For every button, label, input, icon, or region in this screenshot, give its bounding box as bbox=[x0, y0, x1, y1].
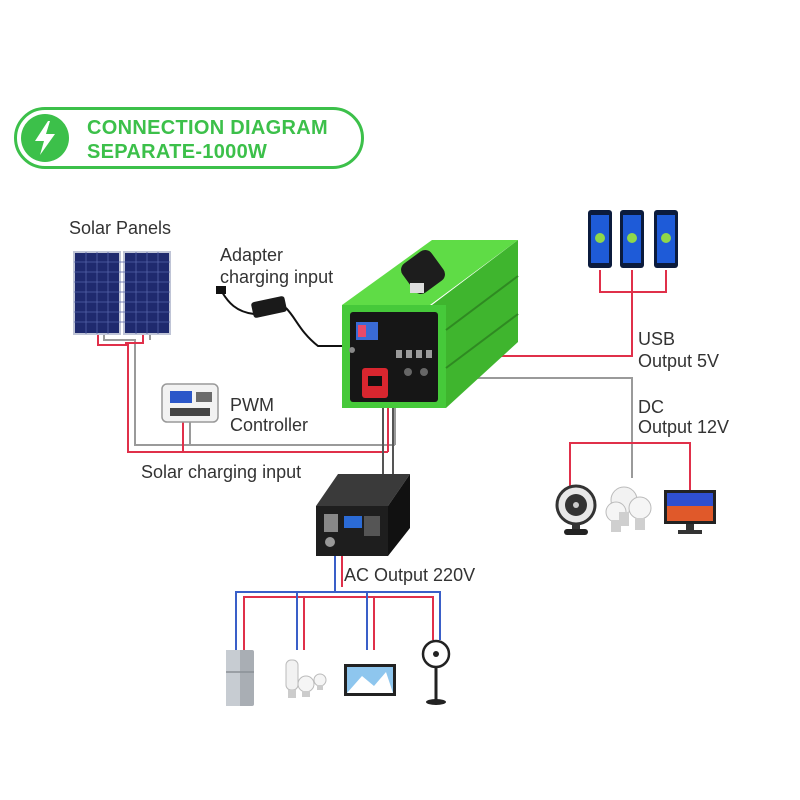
refrigerator-icon bbox=[226, 650, 254, 706]
label-pwm-line1: PWM bbox=[230, 395, 274, 415]
title-badge: CONNECTION DIAGRAM SEPARATE-1000W bbox=[14, 107, 364, 169]
title-line-2: SEPARATE-1000W bbox=[87, 141, 268, 163]
label-adapter-line2: charging input bbox=[220, 267, 334, 287]
label-dc-line2: Output 12V bbox=[638, 417, 730, 437]
lightning-bolt-icon bbox=[21, 114, 69, 162]
smartphones-icon bbox=[588, 210, 678, 268]
label-adapter-line1: Adapter bbox=[220, 245, 284, 265]
light-bulbs-icon bbox=[285, 659, 327, 698]
television-icon bbox=[344, 664, 396, 696]
power-adapter-icon bbox=[216, 286, 348, 347]
inverter-unit bbox=[316, 474, 410, 556]
wires bbox=[97, 270, 691, 650]
label-usb-line2: Output 5V bbox=[638, 351, 720, 371]
title-line-1: CONNECTION DIAGRAM bbox=[87, 117, 328, 139]
label-solar-charging-input: Solar charging input bbox=[141, 462, 302, 482]
led-bulbs-icon bbox=[605, 486, 652, 532]
pwm-controller-icon bbox=[161, 383, 219, 423]
label-usb-line1: USB bbox=[638, 329, 676, 349]
desk-fan-icon bbox=[555, 484, 597, 535]
monitor-icon bbox=[664, 490, 716, 534]
main-power-unit bbox=[342, 240, 519, 408]
label-dc-line1: DC bbox=[638, 397, 664, 417]
standing-fan-icon bbox=[421, 639, 451, 705]
label-ac-output: AC Output 220V bbox=[344, 565, 476, 585]
solar-panels bbox=[73, 251, 171, 335]
label-solar-panels: Solar Panels bbox=[69, 218, 172, 238]
label-pwm-line2: Controller bbox=[230, 415, 309, 435]
